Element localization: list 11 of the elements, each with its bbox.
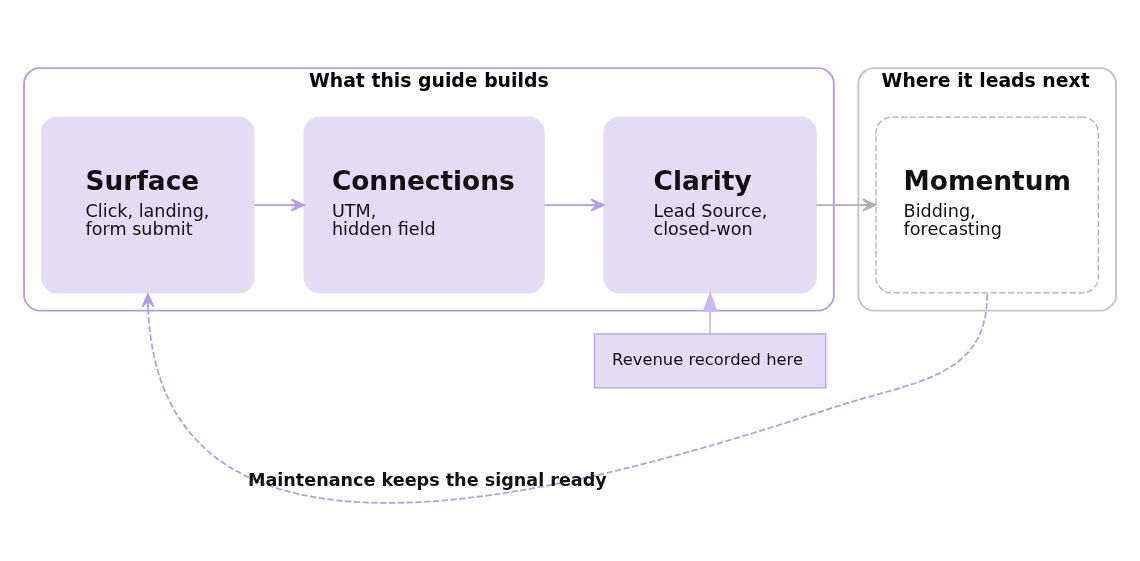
- node-box: Revenue recorded here: [593, 333, 827, 389]
- arrow: [141, 293, 989, 504]
- edge-label: Maintenance keeps the signal ready: [247, 469, 607, 490]
- node-box: Connections UTM, hidden field: [303, 116, 545, 294]
- arrow: [702, 290, 718, 335]
- arrow: [543, 198, 605, 212]
- arrow: [815, 198, 877, 212]
- node-box: Surface Click, landing, form submit: [41, 116, 255, 294]
- arrow: [253, 198, 305, 212]
- node-box: Clarity Lead Source, closed-won: [603, 116, 817, 294]
- node-box: Momentum Bidding, forecasting: [875, 116, 1099, 294]
